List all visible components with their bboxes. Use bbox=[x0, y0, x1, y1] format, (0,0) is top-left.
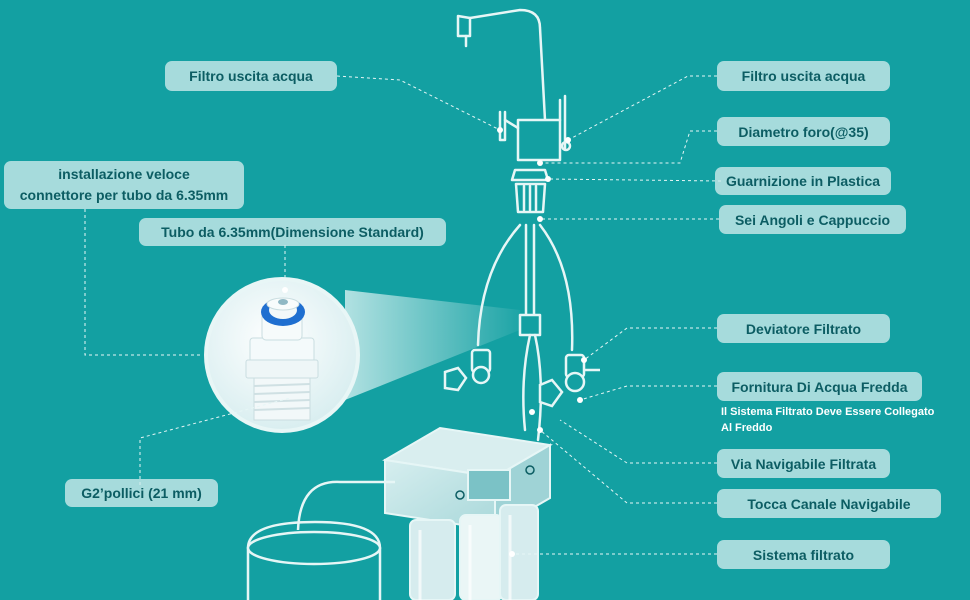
note-sistema-collegato: Il Sistema Filtrato Deve Essere Collegat… bbox=[721, 404, 934, 436]
label-filtro-uscita-right: Filtro uscita acqua bbox=[717, 61, 890, 91]
label-guarnizione: Guarnizione in Plastica bbox=[715, 167, 891, 195]
zoom-beam bbox=[345, 290, 520, 400]
label-sei-angoli: Sei Angoli e Cappuccio bbox=[719, 205, 906, 234]
valve-icon bbox=[443, 348, 600, 408]
note-line1: Il Sistema Filtrato Deve Essere Collegat… bbox=[721, 406, 935, 418]
leader-dots bbox=[282, 127, 587, 557]
filter-system-icon bbox=[382, 426, 553, 600]
leader-lines bbox=[84, 75, 722, 555]
note-line2: Al Freddo bbox=[721, 422, 773, 434]
label-tocca-canale: Tocca Canale Navigabile bbox=[717, 489, 941, 518]
label-sistema-filtrato: Sistema filtrato bbox=[717, 540, 890, 569]
label-g2: G2’pollici (21 mm) bbox=[65, 479, 218, 507]
label-fornitura: Fornitura Di Acqua Fredda bbox=[717, 372, 922, 401]
label-deviatore: Deviatore Filtrato bbox=[717, 314, 890, 343]
label-filtro-uscita-left: Filtro uscita acqua bbox=[165, 61, 337, 91]
label-diametro-foro: Diametro foro(@35) bbox=[717, 117, 890, 146]
connector-zoom bbox=[204, 277, 360, 433]
label-via-navigabile: Via Navigabile Filtrata bbox=[717, 449, 890, 478]
label-installazione-line2: connettore per tubo da 6.35mm bbox=[19, 187, 229, 203]
label-installazione: installazione veloce connettore per tubo… bbox=[4, 161, 244, 209]
label-installazione-line1: installazione veloce bbox=[58, 166, 190, 182]
label-tubo: Tubo da 6.35mm(Dimensione Standard) bbox=[139, 218, 446, 246]
tank-icon bbox=[246, 480, 395, 600]
